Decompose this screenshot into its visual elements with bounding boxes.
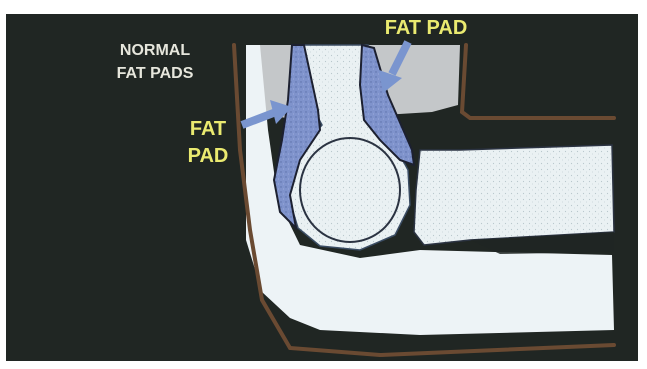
- humerus-condyle: [300, 138, 400, 242]
- label-anterior-pad: PAD: [188, 145, 229, 167]
- label-fat-pads: FAT PADS: [117, 65, 194, 82]
- label-normal: NORMAL: [120, 42, 190, 59]
- label-posterior-fat-pad: FAT PAD: [385, 17, 468, 39]
- label-anterior-fat: FAT: [190, 118, 226, 140]
- ulna: [414, 145, 614, 245]
